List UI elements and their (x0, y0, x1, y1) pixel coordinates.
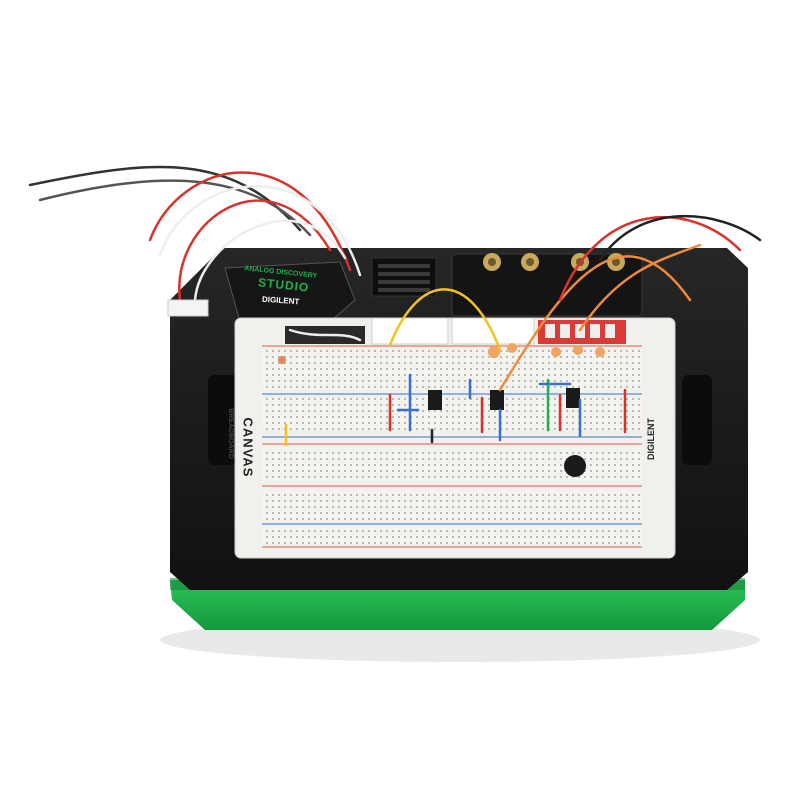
analog-discovery-module (224, 261, 356, 323)
connector-block (371, 317, 449, 345)
components (278, 343, 605, 364)
ic-chip (566, 388, 580, 408)
green-base (170, 580, 745, 630)
digilent-logo-side: DIGILENT (646, 418, 656, 460)
canvas-title: CANVAS (240, 417, 256, 478)
buzzer (564, 455, 586, 477)
ic-chip (490, 390, 504, 410)
canvas-brand-label: BREADBOARD (226, 408, 234, 459)
ic-chip (428, 390, 442, 410)
